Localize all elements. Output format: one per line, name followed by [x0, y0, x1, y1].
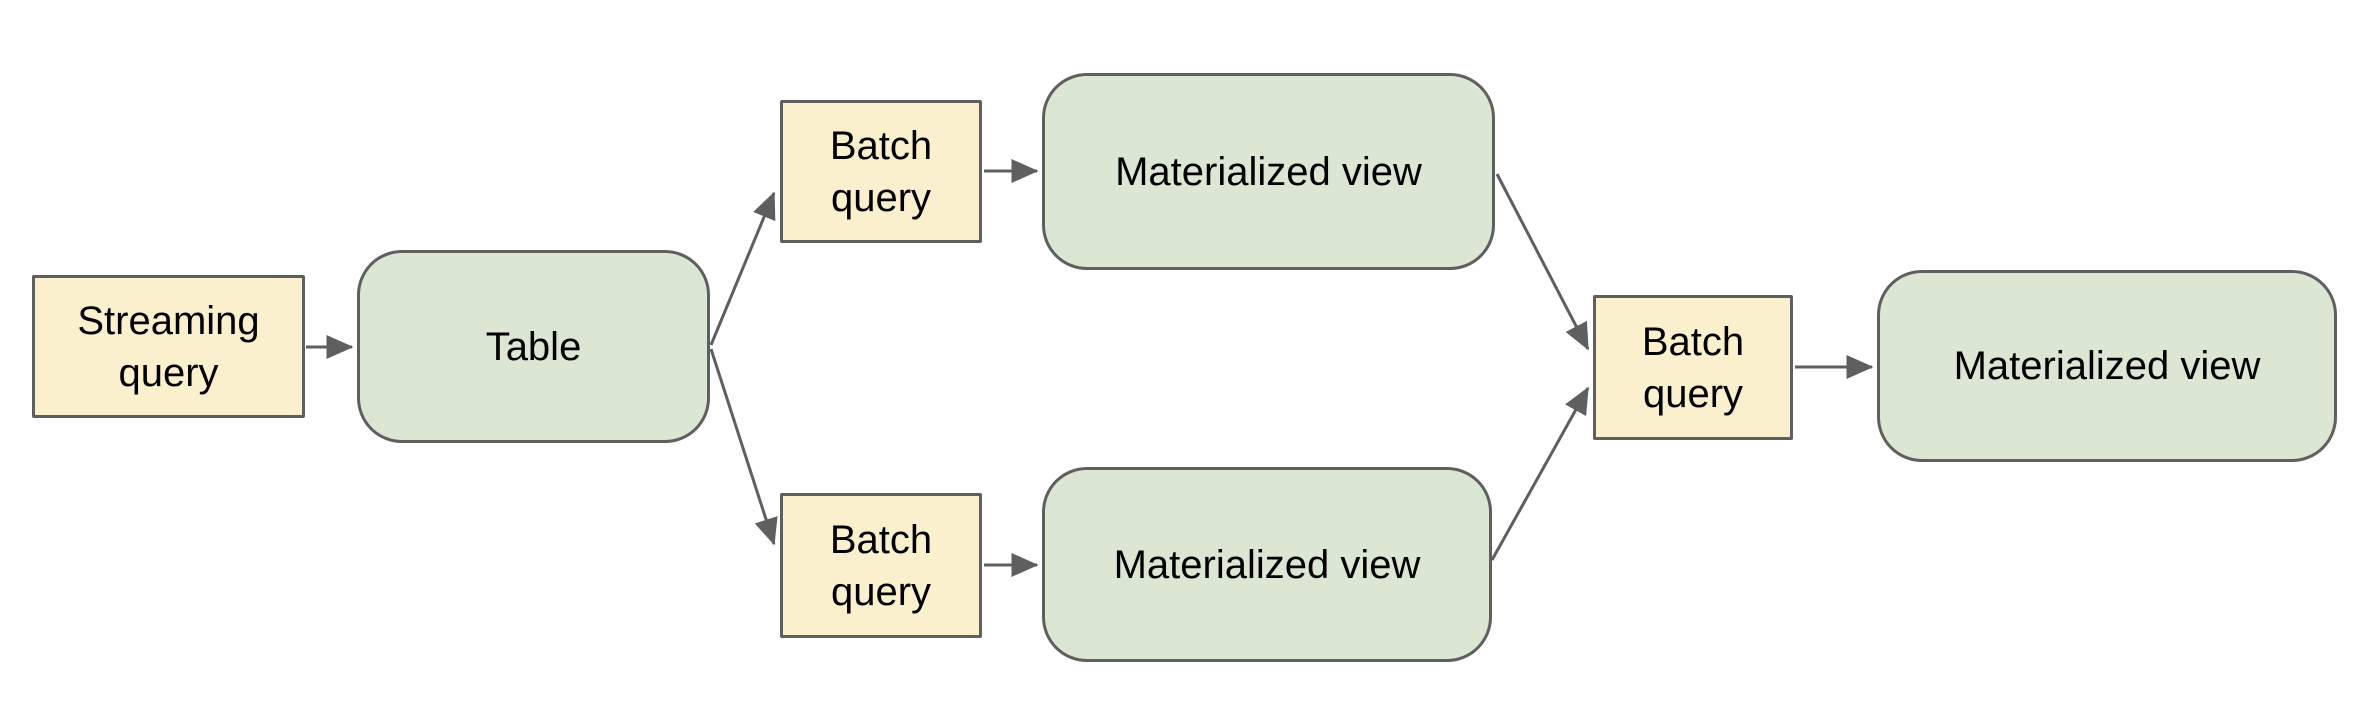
materialized-view-right-label: Materialized view	[1953, 344, 2261, 388]
arrow-mv-top-to-batch-query-right	[1495, 173, 1590, 351]
batch-query-bottom-label: Batch query	[829, 517, 933, 614]
batch-query-right-label: Batch query	[1641, 319, 1745, 416]
materialized-view-top-label: Materialized view	[1115, 149, 1422, 194]
arrow-mv-bottom-to-batch-query-right	[1490, 386, 1590, 561]
node-batch-query-bottom: Batch query	[780, 493, 982, 638]
node-materialized-view-top: Materialized view	[1042, 73, 1495, 270]
node-batch-query-right: Batch query	[1593, 295, 1793, 440]
node-streaming-query: Streaming query	[32, 275, 305, 418]
node-materialized-view-right: Materialized view	[1877, 270, 2337, 462]
table-label: Table	[485, 324, 582, 369]
batch-query-top-label: Batch query	[829, 123, 933, 220]
node-materialized-view-bottom: Materialized view	[1042, 467, 1492, 662]
materialized-view-bottom-label: Materialized view	[1113, 542, 1421, 587]
node-batch-query-top: Batch query	[780, 100, 982, 243]
node-table: Table	[357, 250, 710, 443]
arrow-table-to-batch-query-bottom	[709, 348, 778, 546]
streaming-query-label: Streaming query	[77, 298, 260, 395]
arrow-table-to-batch-query-top	[709, 191, 776, 346]
